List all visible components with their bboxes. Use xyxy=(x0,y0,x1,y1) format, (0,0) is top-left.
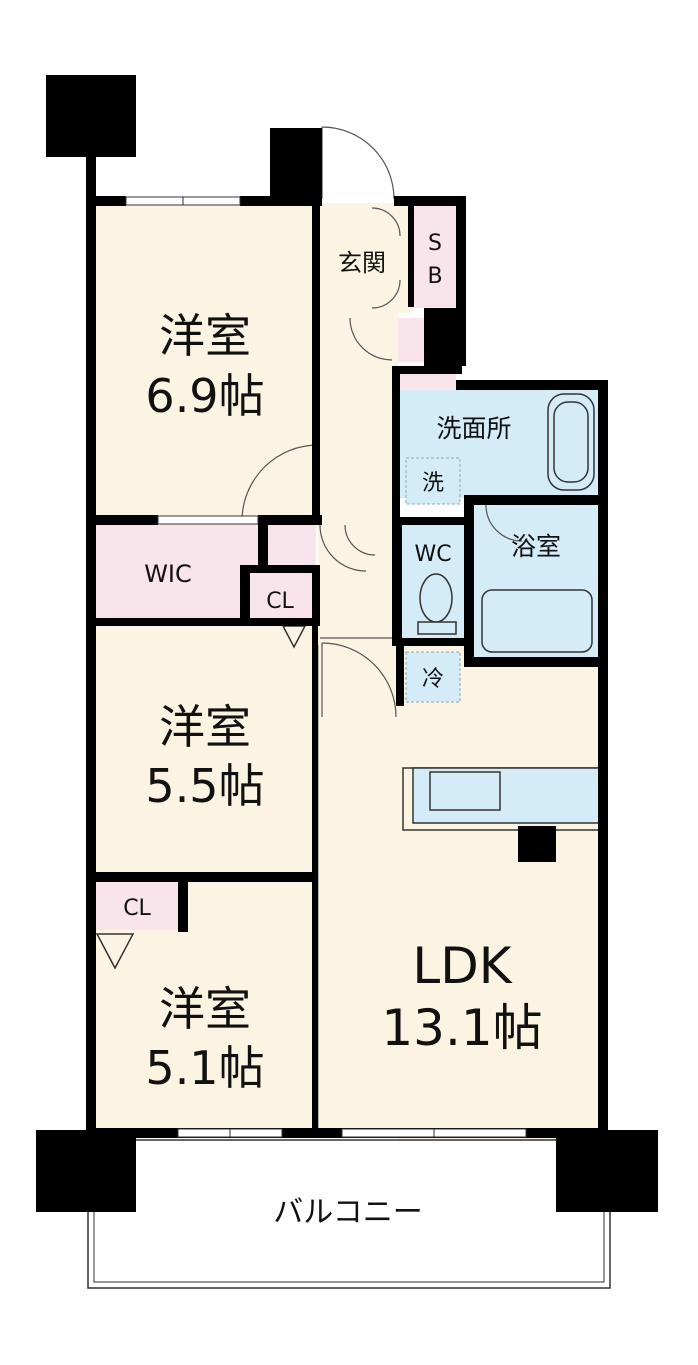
wc-door-swing xyxy=(344,524,376,556)
wall-fridge-left xyxy=(396,646,404,706)
column-top-left xyxy=(46,75,136,157)
column-entrance xyxy=(270,128,322,206)
wall-bedroom1-right xyxy=(312,203,320,525)
closet-1-area xyxy=(248,571,312,621)
toilet-bowl xyxy=(419,573,453,623)
column-bottom-right xyxy=(556,1130,658,1212)
bedroom-3-name: 洋室 xyxy=(159,982,251,1036)
ldk-upper-area xyxy=(398,660,602,1140)
entrance-label: 玄関 xyxy=(338,249,386,277)
hall-storage-door-swing xyxy=(319,524,367,572)
closet-1-label: CL xyxy=(266,589,294,614)
entrance-door-swing xyxy=(371,207,401,237)
washroom-label: 洗面所 xyxy=(436,414,511,443)
wall-wic-cl xyxy=(240,565,250,625)
hall-storage-area xyxy=(266,525,316,565)
balcony-floor xyxy=(87,1139,611,1289)
wall-cl2-right xyxy=(178,880,188,932)
column-bottom-left xyxy=(36,1130,136,1212)
shoebox-label-b: B xyxy=(427,264,442,289)
wall-wic-bottom xyxy=(86,618,320,626)
wall-bedroom2-bottom xyxy=(86,872,316,882)
bedroom-2-size: 5.5帖 xyxy=(145,759,264,813)
balcony-label: バルコニー xyxy=(273,1195,422,1230)
closet-2-label: CL xyxy=(123,896,151,921)
wall-right xyxy=(598,380,608,1140)
bedroom-3-size: 5.1帖 xyxy=(145,1041,264,1095)
wall-wc-top xyxy=(392,517,472,525)
bedroom-1-name: 洋室 xyxy=(159,309,251,363)
wall-left xyxy=(86,200,96,1140)
bedroom-1-door-swing xyxy=(241,444,319,522)
windows xyxy=(125,196,527,1138)
fixtures xyxy=(95,393,600,970)
wall-bath-top xyxy=(464,495,604,505)
closet-2-area xyxy=(93,882,181,930)
balcony xyxy=(87,1139,611,1289)
hall-cabinet-area xyxy=(398,318,426,362)
wic-area xyxy=(93,521,258,621)
hall-door-swing xyxy=(349,317,393,361)
column-hall xyxy=(424,308,464,366)
wall-top-bedroom1b xyxy=(240,196,280,206)
bedroom-1-area xyxy=(93,203,318,518)
wall-wc-bottom xyxy=(392,638,472,646)
labels: 洋室 6.9帖 洋室 5.5帖 洋室 5.1帖 LDK 13.1帖 玄関 S B… xyxy=(123,231,561,1230)
wall-washroom-top xyxy=(456,380,608,390)
wall-bedroom-right xyxy=(312,620,318,1130)
column-kitchen xyxy=(518,826,556,862)
entrance-area xyxy=(318,203,413,313)
wall-bath-bottom xyxy=(464,657,604,667)
wall-left-upper xyxy=(86,150,96,206)
walls xyxy=(36,75,658,1212)
wall-wic-right xyxy=(258,520,268,568)
bath-label: 浴室 xyxy=(511,532,561,561)
ldk-size: 13.1帖 xyxy=(381,999,542,1057)
fridge-space xyxy=(405,651,461,703)
bathtub xyxy=(481,589,593,653)
wall-shoebox-right xyxy=(456,196,466,366)
washroom-entry-area xyxy=(400,372,456,390)
bedroom-2-area xyxy=(93,625,315,873)
wall-wash-left-top xyxy=(392,366,462,374)
washer-space xyxy=(405,457,461,505)
bedroom-2-name: 洋室 xyxy=(159,700,251,754)
kitchen-sink xyxy=(429,771,501,811)
ldk-door-swing xyxy=(321,642,397,718)
toilet-tank xyxy=(417,621,457,635)
entrance-door-swing-2 xyxy=(371,279,401,309)
wall-entrance-split xyxy=(408,203,414,307)
wall-bath-left xyxy=(464,495,474,665)
wall-cl-right xyxy=(312,565,320,623)
bath-door-swing xyxy=(485,504,523,542)
shoebox-label-s: S xyxy=(428,231,442,256)
wall-top-bedroom1 xyxy=(86,196,126,206)
washer-label: 洗 xyxy=(422,471,444,496)
shoebox-area xyxy=(413,203,457,308)
front-door-swing xyxy=(321,126,395,200)
ldk-name: LDK xyxy=(412,937,512,995)
bedroom-1-size: 6.9帖 xyxy=(145,369,264,423)
wall-wash-left xyxy=(392,368,400,518)
wc-label: WC xyxy=(414,542,451,567)
room-fills xyxy=(93,203,602,1140)
washbasin-bowl xyxy=(553,401,589,483)
wall-wc-left xyxy=(392,517,402,645)
wall-bedroom1-bottom xyxy=(86,515,158,525)
closet-2-marker xyxy=(95,933,135,970)
wall-bedroom1-bottom-b xyxy=(258,515,322,525)
wic-sliding-door xyxy=(157,515,259,525)
fridge-label: 冷 xyxy=(422,667,444,692)
wic-label: WIC xyxy=(144,560,192,588)
wall-entrance-top xyxy=(394,196,464,206)
wall-cl-top xyxy=(240,565,320,573)
